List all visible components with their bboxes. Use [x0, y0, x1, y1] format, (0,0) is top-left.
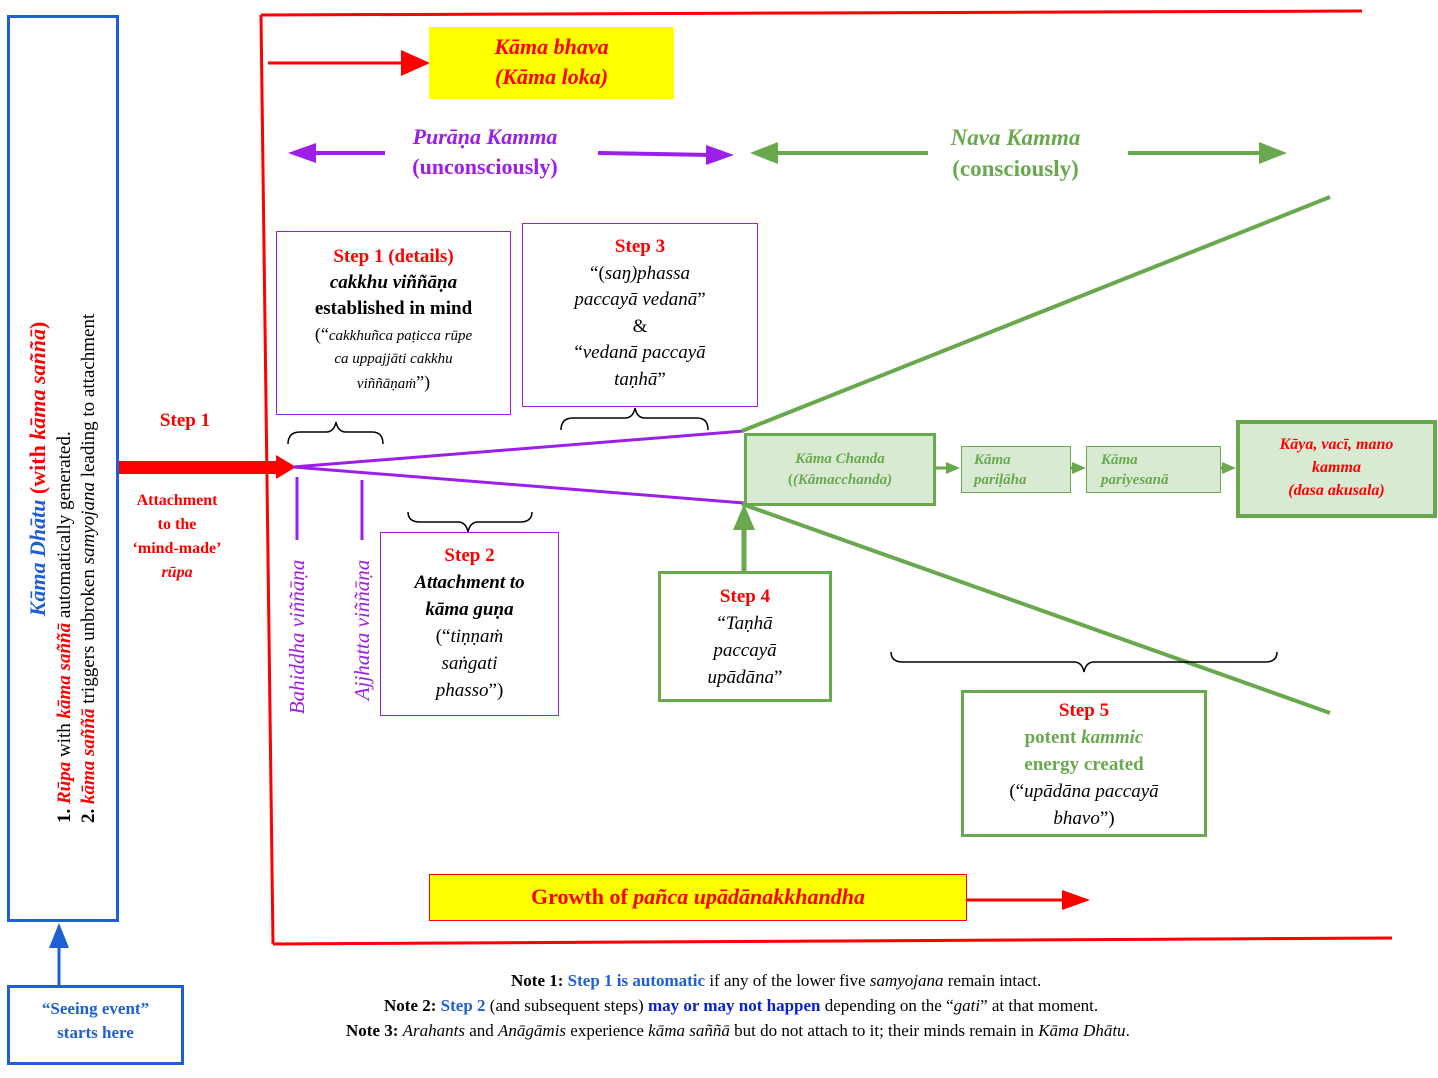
kama-dhatu-title: Kāma Dhātu (with kāma saññā) — [25, 321, 50, 616]
step1-details-box: Step 1 (details) cakkhu viññāṇa establis… — [276, 231, 511, 415]
note-2: Note 2: Step 2 (and subsequent steps) ma… — [384, 996, 1099, 1015]
kama-dhatu-line2: 2. kāma saññā triggers unbroken samyojan… — [78, 313, 99, 823]
purple-lines — [292, 429, 745, 540]
step1-main-arrow — [118, 455, 296, 479]
red-frame — [259, 9, 1393, 946]
green-lines — [741, 195, 1331, 715]
seeing-event-arrow — [49, 923, 69, 985]
step5-box: Step 5 potent kammic energy created (“up… — [961, 690, 1207, 837]
kama-pariyesana-box: Kāma pariyesanā — [1086, 446, 1221, 493]
seeing-event-line1: “Seeing event” — [41, 999, 150, 1018]
note-3: Note 3: Arahants and Anāgāmis experience… — [346, 1021, 1130, 1040]
growth-arrow — [967, 890, 1090, 910]
nava-kamma-label: Nava Kamma (consciously) — [950, 125, 1081, 181]
bahiddha-vinnana-label: Bahiddha viññāṇa — [285, 559, 309, 715]
note-1: Note 1: Step 1 is automatic if any of th… — [511, 971, 1042, 990]
kama-dhatu-panel: Kāma Dhātu (with kāma saññā) 1. Rūpa wit… — [7, 15, 119, 922]
step1-attachment-label: Attachment to the ‘mind-made’ rūpa — [132, 492, 222, 581]
ajjhatta-vinnana-label: Ajjhatta viññāṇa — [350, 559, 374, 701]
seeing-event-box: “Seeing event” starts here — [7, 985, 184, 1065]
brace-step5 — [890, 651, 1278, 673]
brace-step2 — [407, 511, 533, 533]
step1-label: Step 1 — [159, 410, 211, 431]
kama-parilaha-box: Kāma pariḷāha — [961, 446, 1071, 493]
step4-box: Step 4 “Taṇhā paccayā upādāna” — [658, 571, 832, 702]
purana-arrows — [288, 143, 734, 165]
brace-step3 — [560, 407, 709, 431]
step3-box: Step 3 “(saŋ)phassa paccayā vedanā” & “v… — [522, 223, 758, 407]
kama-dhatu-line1: 1. Rūpa with kāma saññā automatically ge… — [54, 430, 75, 823]
kaya-vaci-mano-box: Kāya, vacī, mano kamma (dasa akusala) — [1236, 420, 1437, 518]
step4-arrow — [733, 504, 755, 572]
kama-bhava-box: Kāma bhava (Kāma loka) — [429, 27, 674, 99]
kama-bhava-arrow — [268, 50, 430, 76]
brace-step1 — [287, 421, 384, 445]
step2-box: Step 2 Attachment to kāma guṇa (“tiṇṇaṁ … — [380, 532, 559, 716]
curly-braces — [287, 407, 1278, 673]
kama-chanda-box: Kāma Chanda ((Kāmacchanda) — [744, 433, 936, 506]
purana-kamma-label: Purāṇa Kamma (unconsciously) — [412, 124, 558, 179]
seeing-event-line2: starts here — [57, 1023, 134, 1042]
notes: Note 1: Step 1 is automatic if any of th… — [280, 968, 1380, 1043]
growth-box: Growth of pañca upādānakkhandha — [429, 874, 967, 921]
nava-arrows — [750, 142, 1287, 164]
